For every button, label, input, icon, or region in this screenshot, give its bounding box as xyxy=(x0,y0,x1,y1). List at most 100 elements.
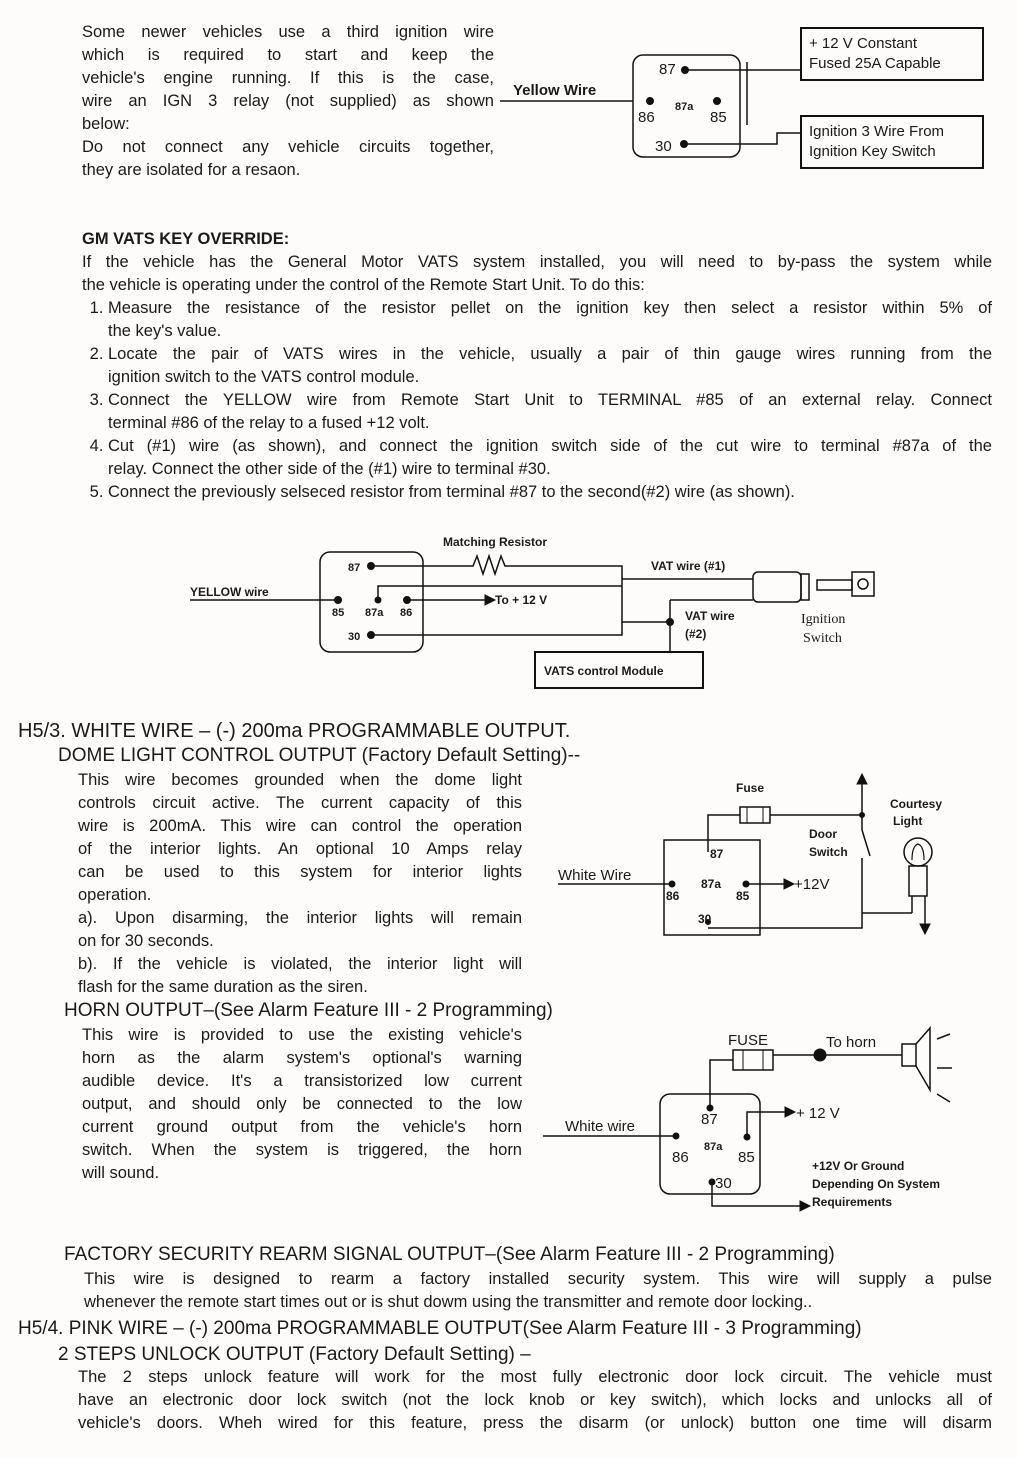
to-horn-label: To horn xyxy=(826,1034,876,1051)
dome-title: DOME LIGHT CONTROL OUTPUT (Factory Defau… xyxy=(58,745,581,766)
relay-box xyxy=(659,1093,761,1195)
constant-12v-line2: Fused 25A Capable xyxy=(809,55,941,72)
fuse-icon xyxy=(739,806,771,824)
intro-line: Some newer vehicles use a third ignition… xyxy=(82,23,494,41)
dome-line: controls circuit active. The current cap… xyxy=(78,794,522,812)
pin-30-label: 30 xyxy=(655,138,672,155)
yellow-wire-label: YELLOW wire xyxy=(190,585,269,599)
yellow-wire-label: Yellow Wire xyxy=(513,82,596,99)
vats-module-label: VATS control Module xyxy=(544,664,664,678)
light-label: Light xyxy=(893,814,922,828)
rearm-line: whenever the remote start times out or i… xyxy=(84,1293,813,1311)
pin-87-label: 87 xyxy=(710,847,724,861)
vats-step: Connect the YELLOW wire from Remote Star… xyxy=(108,389,992,435)
pin-87a-label: 87a xyxy=(675,101,694,113)
horn-line: current ground output from the vehicle's… xyxy=(82,1118,522,1136)
pin-87-label: 87 xyxy=(348,562,360,574)
note-line1: +12V Or Ground xyxy=(812,1159,904,1173)
horn-line: audible device. It's a transistorized lo… xyxy=(82,1072,522,1090)
ignition3-box xyxy=(800,115,984,169)
constant-12v-line1: + 12 V Constant xyxy=(809,35,918,52)
vat-wire2-label: VAT wire xyxy=(685,609,735,623)
light-bulb-icon xyxy=(903,837,933,867)
relay-box xyxy=(632,54,741,158)
matching-resistor-label: Matching Resistor xyxy=(443,535,547,549)
vat-wire2-num: (#2) xyxy=(685,627,706,641)
dome-line: operation. xyxy=(78,886,152,904)
unlock-title-text: 2 STEPS UNLOCK OUTPUT (Factory Default S… xyxy=(58,1344,531,1365)
dome-line: can be used to this system for interior … xyxy=(78,863,522,881)
rearm-line: This wire is designed to rearm a factory… xyxy=(84,1270,992,1288)
pin-87a-label: 87a xyxy=(365,607,384,619)
ignition3-line1: Ignition 3 Wire From xyxy=(809,123,944,140)
fuse-label: FUSE xyxy=(728,1032,768,1049)
fuse-icon xyxy=(732,1049,774,1071)
vats-steps: Measure the resistance of the resistor p… xyxy=(82,297,992,504)
pin-87a-label: 87a xyxy=(704,1141,723,1153)
intro-line: they are isolated for a resaon. xyxy=(82,161,301,179)
ignition-switch-icon xyxy=(752,571,802,603)
pin-85-label: 85 xyxy=(332,607,344,619)
vats-section: GM VATS KEY OVERRIDE: If the vehicle has… xyxy=(82,228,992,504)
pin-86-label: 86 xyxy=(400,607,412,619)
note-line2: Depending On System xyxy=(812,1177,940,1191)
switch-label: Switch xyxy=(803,631,842,646)
ignition3-line2: Ignition Key Switch xyxy=(809,143,936,160)
intro-line: below: xyxy=(82,115,130,133)
pin-85-label: 85 xyxy=(710,109,727,126)
relay-box xyxy=(663,839,761,936)
vats-step: Connect the previously selseced resistor… xyxy=(108,481,992,504)
vats-step: Cut (#1) wire (as shown), and connect th… xyxy=(108,435,992,481)
vats-intro-line: If the vehicle has the General Motor VAT… xyxy=(82,253,992,271)
horn-icon xyxy=(901,1043,917,1067)
intro-line: which is required to start and keep the xyxy=(82,46,494,64)
pin-85-label: 85 xyxy=(736,889,750,903)
horn-title: HORN OUTPUT–(See Alarm Feature III - 2 P… xyxy=(64,999,553,1023)
unlock-paragraph: The 2 steps unlock feature will work for… xyxy=(78,1366,992,1435)
dome-line: of the interior lights. An optional 10 A… xyxy=(78,840,522,858)
intro-line: wire an IGN 3 relay (not supplied) as sh… xyxy=(82,92,494,110)
plus-12v-label: +12V xyxy=(794,876,829,893)
pin-86-label: 86 xyxy=(638,109,655,126)
horn-relay-diagram: FUSE To horn 87 White wire 87a 86 85 + 1… xyxy=(543,1026,952,1212)
courtesy-label: Courtesy xyxy=(890,797,942,811)
pin-87-label: 87 xyxy=(701,1111,718,1128)
vats-module-box xyxy=(534,651,704,689)
horn-paragraph: This wire is provided to use the existin… xyxy=(82,1024,522,1185)
vats-intro-line: the vehicle is operating under the contr… xyxy=(82,276,645,294)
ign3-relay-diagram: Yellow Wire 87 87a 86 85 30 + 12 V Const… xyxy=(500,27,984,169)
pin-86-label: 86 xyxy=(666,889,680,903)
fuse-label: Fuse xyxy=(736,781,764,795)
rearm-title: FACTORY SECURITY REARM SIGNAL OUTPUT–(Se… xyxy=(64,1243,835,1267)
horn-line: switch. When the system is triggered, th… xyxy=(82,1141,522,1159)
h54-title: H5/4. PINK WIRE – (-) 200ma PROGRAMMABLE… xyxy=(18,1317,862,1341)
dome-line: on for 30 seconds. xyxy=(78,932,214,950)
vats-step: Measure the resistance of the resistor p… xyxy=(108,297,992,343)
pin-87a-label: 87a xyxy=(701,877,721,891)
horn-line: output, and should only be connected to … xyxy=(82,1095,522,1113)
dome-line: flash for the same duration as the siren… xyxy=(78,978,368,996)
white-wire-label: White Wire xyxy=(558,867,631,884)
horn-line: horn as the alarm system's optional's wa… xyxy=(82,1049,522,1067)
plus-12v-label: + 12 V xyxy=(796,1105,840,1122)
dome-paragraph: This wire becomes grounded when the dome… xyxy=(78,769,522,999)
horn-title-text: HORN OUTPUT–(See Alarm Feature III - 2 P… xyxy=(64,1000,553,1021)
unlock-line: have an electronic door lock switch (not… xyxy=(78,1391,992,1409)
unlock-line: The 2 steps unlock feature will work for… xyxy=(78,1368,992,1386)
intro-line: vehicle's engine running. If this is the… xyxy=(82,69,494,87)
pin-86-label: 86 xyxy=(672,1149,689,1166)
dome-line: wire is 200mA. This wire can control the… xyxy=(78,817,522,835)
vats-step: Locate the pair of VATS wires in the veh… xyxy=(108,343,992,389)
vats-title: GM VATS KEY OVERRIDE: xyxy=(82,230,290,248)
pin-30-label: 30 xyxy=(715,1175,732,1192)
pin-85-label: 85 xyxy=(738,1149,755,1166)
dome-light-diagram: Fuse Door Switch Courtesy Light 87 White… xyxy=(558,772,942,936)
unlock-line: vehicle's doors. Wheh wired for this fea… xyxy=(78,1414,992,1432)
horn-line: This wire is provided to use the existin… xyxy=(82,1026,522,1044)
switch-label: Switch xyxy=(809,845,848,859)
dome-line: This wire becomes grounded when the dome… xyxy=(78,771,522,789)
h53-title: H5/3. WHITE WIRE – (-) 200ma PROGRAMMABL… xyxy=(18,720,571,742)
pin-30-label: 30 xyxy=(348,631,360,643)
unlock-title: 2 STEPS UNLOCK OUTPUT (Factory Default S… xyxy=(58,1343,531,1367)
pin-87-label: 87 xyxy=(659,61,676,78)
